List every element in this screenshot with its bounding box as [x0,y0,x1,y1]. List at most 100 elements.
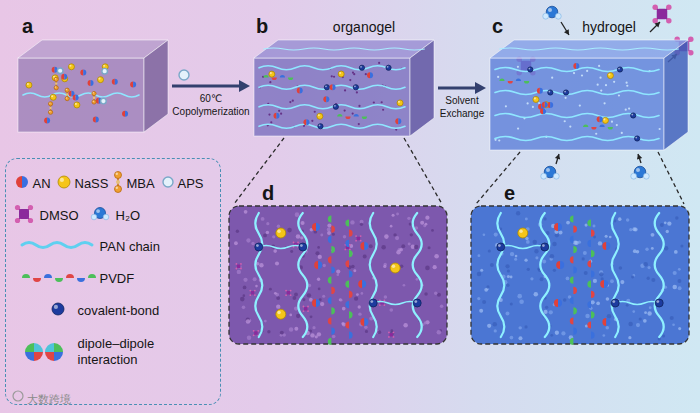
mba-end [92,100,96,104]
arrow-head [239,80,250,92]
texture-dot [312,326,315,329]
texture-dot [302,298,305,301]
dmso-atom [254,294,256,296]
an-monomer [133,82,136,88]
texture-dot [540,277,544,281]
covalent-node-shine [300,244,303,247]
texture-dot [363,255,367,259]
cube-side [144,40,168,132]
water-molecule-shine [96,209,100,213]
solvent-dot [603,102,605,104]
pvdf-unit [362,117,367,120]
texture-dot [350,220,354,224]
texture-dot [494,233,498,237]
connector [172,80,250,92]
exchange-arrow [650,22,660,32]
solvent-dot [314,111,316,113]
solvent-dot [373,101,375,103]
texture-dot [524,325,527,328]
texture-dot [383,265,386,268]
solvent-dot [613,81,615,83]
pvdf-unit [499,78,504,81]
dmso-atom [240,268,242,270]
texture-dot [437,293,441,297]
mba-end-shine [55,78,56,79]
texture-dot [237,270,241,274]
solvent-dot [605,84,607,86]
dmso-atom [290,294,292,296]
texture-dot [340,299,343,302]
covalent-node [353,85,358,90]
dipole-part [25,352,34,361]
pvdf-unit [328,338,332,345]
texture-dot [484,288,488,292]
polymer-chain [540,213,549,337]
node-art [490,40,688,150]
an-monomer [83,70,86,76]
texture-dot [628,336,631,339]
texture-dot [510,302,513,305]
dmso-atom [303,306,305,308]
solvent-dot [621,132,623,134]
sample-cube: chydrogel [490,40,688,150]
texture-dot [332,233,335,236]
nass-monomer [68,64,74,70]
nass-monomer-shine [277,230,281,234]
solvent-dot [356,91,358,93]
an-monomer [80,70,83,76]
dmso-atom [285,294,287,296]
polymer-chain [615,302,659,305]
texture-dot [266,222,269,225]
polymer-chain [373,302,417,305]
texture-dot [440,305,444,309]
texture-dot [494,329,497,332]
watermark-holder: 大数跨境 [27,389,71,407]
an-monomer [364,242,368,250]
dmso-atom [393,336,395,338]
legend-text: H₂O [116,208,141,224]
texture-dot [672,285,677,290]
texture-dot [276,304,280,308]
texture-dot [647,311,651,315]
pvdf-unit [587,281,591,288]
solvent-dot [618,94,620,96]
texture-dot [678,279,682,283]
process-arrow [438,87,477,90]
polymer-chain [255,213,262,337]
nass-monomer-shine [69,65,71,67]
pvdf-unit [570,256,574,263]
solvent-dot [564,120,566,122]
water-atom [631,173,637,179]
water-atom [103,214,109,220]
mba-end-shine [116,187,118,189]
dmso-atom [236,263,238,265]
mba-end-shine [93,101,94,102]
texture-dot [550,254,555,259]
texture-dot [488,249,491,252]
pvdf-unit [573,226,577,233]
texture-dot [672,323,675,326]
an-monomer [88,80,91,86]
texture-dot [667,221,671,225]
texture-dot [477,272,482,277]
an-monomer [323,96,326,102]
an-monomer [318,261,322,269]
dmso-atom [285,290,287,292]
polymer-chain [259,105,405,109]
texture-dot [403,323,408,328]
an-monomer [22,176,28,188]
nass-monomer [518,228,528,238]
an-monomer [602,318,606,326]
an-monomer [398,118,401,124]
covalent-node-shine [498,244,501,247]
texture-dot [266,231,269,234]
dmso-atom [15,205,20,210]
nass-monomer [607,73,613,79]
mba-core [93,97,95,99]
covalent-node-shine [542,244,545,247]
sample-cube: borganogel [254,40,434,136]
an-monomer [47,117,50,123]
panel-title-holder: hydrogel [582,18,636,36]
an-monomer [395,118,398,124]
dmso-atom [253,330,255,332]
